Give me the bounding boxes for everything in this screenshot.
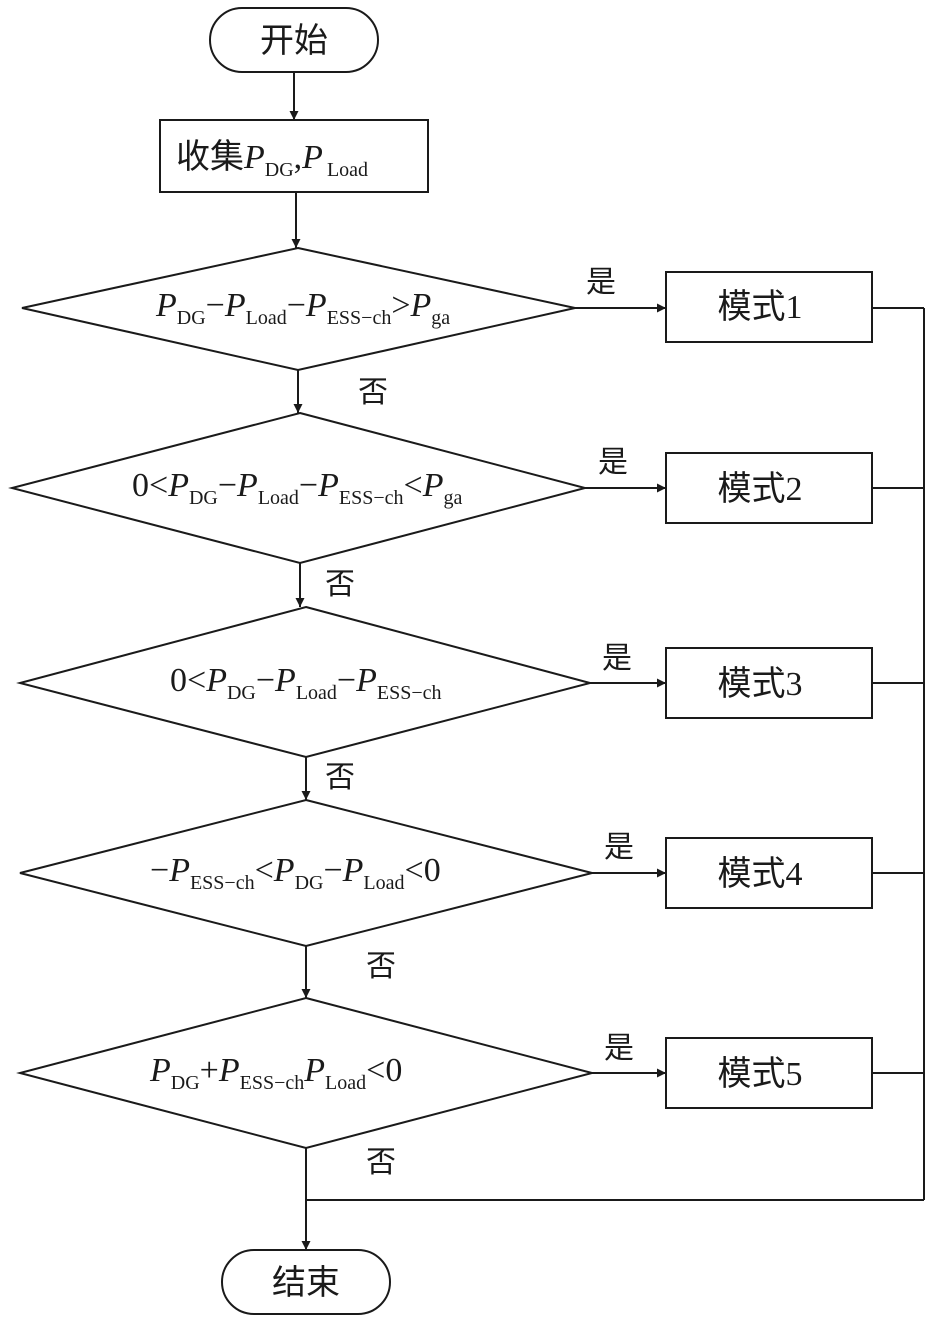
yes-label-1: 是 xyxy=(586,266,616,299)
decision-3-condition: 0<PDG−PLoad−PESS−ch xyxy=(170,662,442,704)
decision-1-condition: PDG−PLoad−PESS−ch>Pga xyxy=(155,287,450,329)
no-label-2: 否 xyxy=(325,568,355,601)
yes-label-3: 是 xyxy=(602,642,632,675)
no-label-5: 否 xyxy=(366,1146,396,1179)
no-label-3: 否 xyxy=(325,761,355,794)
decision-2-condition: 0<PDG−PLoad−PESS−ch<Pga xyxy=(132,467,462,509)
mode-2-box xyxy=(665,452,873,524)
no-label-4: 否 xyxy=(366,950,396,983)
end-label: 结束 xyxy=(272,1264,340,1302)
mode-5-label: 模式5 xyxy=(718,1055,803,1093)
mode-5-box xyxy=(665,1037,873,1109)
mode-2-label: 模式2 xyxy=(718,470,803,508)
mode-3-label: 模式3 xyxy=(718,665,803,703)
mode-4-label: 模式4 xyxy=(718,855,803,893)
decision-5-condition: PDG+PESS−chPLoad<0 xyxy=(149,1052,402,1094)
no-label-1: 否 xyxy=(358,376,388,409)
mode-1-box xyxy=(665,271,873,343)
yes-label-2: 是 xyxy=(598,446,628,479)
yes-label-4: 是 xyxy=(604,831,634,864)
collect-process xyxy=(159,119,429,193)
mode-4-box xyxy=(665,837,873,909)
decision-4-condition: −PESS−ch<PDG−PLoad<0 xyxy=(150,852,441,894)
end-terminator xyxy=(221,1249,391,1315)
mode-1-label: 模式1 xyxy=(718,288,803,326)
start-label: 开始 xyxy=(260,22,328,60)
yes-label-5: 是 xyxy=(604,1032,634,1065)
mode-3-box xyxy=(665,647,873,719)
